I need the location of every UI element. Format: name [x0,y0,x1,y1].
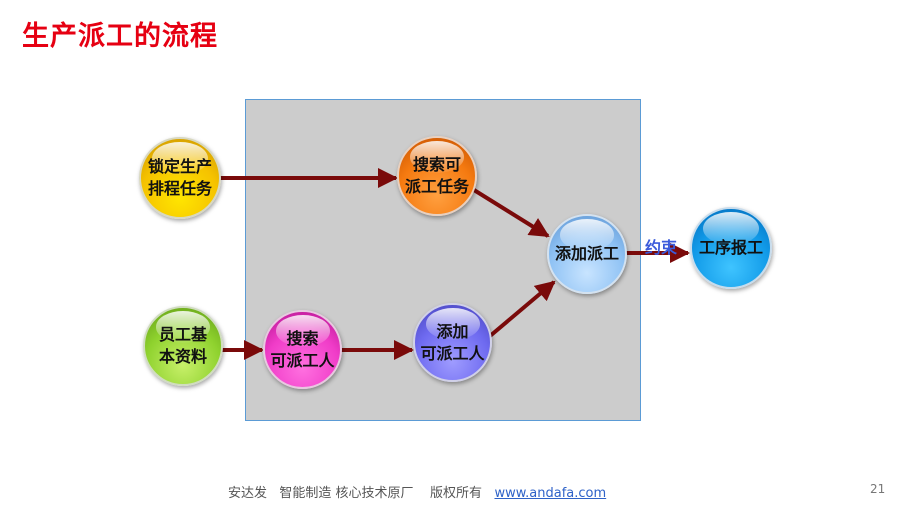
node-add-worker: 添加 可派工人 [413,303,492,382]
node-search-worker: 搜索 可派工人 [263,310,342,389]
arrow-search-task-to-add-dispatch [472,188,550,238]
node-lock-production-task: 锁定生产 排程任务 [139,137,221,219]
node-label: 搜索 可派工人 [270,328,335,370]
node-add-dispatch: 添加派工 [547,214,627,294]
arrow-add-worker-to-add-dispatch [488,280,556,338]
node-label: 搜索可 派工任务 [404,155,469,196]
page-number: 21 [870,482,886,496]
page-title: 生产派工的流程 [22,21,218,52]
constraint-label: 约束 [645,238,678,257]
node-label: 添加派工 [554,244,619,263]
node-label: 员工基 本资料 [158,325,207,366]
node-employee-info: 员工基 本资料 [143,306,223,386]
footer: 安达发 智能制造 核心技术原厂 版权所有 www.andafa.com [228,482,606,501]
node-label: 锁定生产 排程任务 [147,157,212,198]
footer-text: 安达发 智能制造 核心技术原厂 版权所有 [228,486,495,501]
footer-link[interactable]: www.andafa.com [494,486,607,501]
node-label: 添加 可派工人 [420,321,485,363]
node-process-report: 工序报工 [690,207,772,289]
node-label: 工序报工 [698,238,763,257]
node-search-dispatch-task: 搜索可 派工任务 [397,136,477,216]
